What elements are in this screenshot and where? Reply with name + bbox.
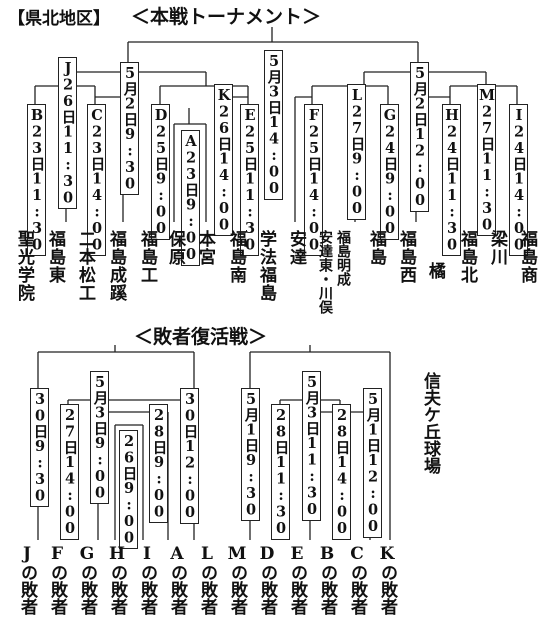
cons-node: 5月1日12:00 (363, 388, 382, 538)
loser-label: Fの敗者 (47, 544, 67, 615)
consolation-title: ＜敗者復活戦＞ (134, 326, 268, 348)
loser-label: Cの敗者 (347, 544, 367, 615)
cons-node: 28日14:00 (332, 404, 351, 540)
loser-label: Kの敗者 (377, 544, 397, 615)
team-name: 福島 (366, 230, 386, 266)
loser-label: Mの敗者 (227, 544, 247, 615)
main-final-node: 5月3日14:00 (264, 50, 283, 200)
cons-node: 30日12:00 (180, 388, 199, 524)
loser-label: Aの敗者 (167, 544, 187, 615)
node-i: I24日14:00 (509, 104, 528, 256)
team-name: 福島商 (517, 230, 537, 284)
team-name: 福島南 (226, 230, 246, 284)
node-h: H24日11:30 (442, 104, 461, 256)
cons-node: 5月1日9:30 (241, 388, 260, 521)
loser-label: Dの敗者 (257, 544, 277, 615)
node-may2-left: 5月2日9:30 (120, 62, 139, 195)
team-name: 福島明成 (335, 230, 351, 286)
node-e: E25日11:30 (240, 104, 259, 256)
team-name: 本宮 (195, 230, 215, 266)
node-c: C23日14:00 (87, 104, 106, 256)
node-d: D25日9:00 (151, 104, 170, 240)
loser-label: Bの敗者 (317, 544, 337, 615)
loser-label: Gの敗者 (77, 544, 97, 615)
main-bracket-title: ＜本戦トーナメント＞ (131, 6, 322, 28)
loser-label: Eの敗者 (287, 544, 307, 615)
region-label: 【県北地区】 (8, 9, 110, 29)
node-j: J26日11:30 (58, 57, 77, 209)
node-may2-right: 5月2日12:00 (410, 62, 429, 212)
node-b: B23日11:30 (27, 104, 46, 256)
cons-node: 30日9:30 (30, 388, 49, 507)
team-name: 安達東・川俣 (317, 230, 333, 314)
cons-node: 28日9:00 (149, 404, 168, 523)
cons-node: 5月3日9:00 (90, 371, 109, 504)
node-a: A23日9:00 (181, 130, 200, 266)
venue-label: 信夫ケ丘球場 (420, 372, 440, 474)
team-name: 福島東 (45, 230, 65, 284)
team-name: 福島西 (396, 230, 416, 284)
loser-label: Iの敗者 (137, 544, 157, 615)
team-name: 福島工 (137, 230, 157, 284)
loser-label: Lの敗者 (197, 544, 217, 615)
loser-label: Hの敗者 (107, 544, 127, 615)
team-name: 学法福島 (256, 230, 276, 302)
team-name: 保原 (165, 230, 185, 266)
node-m: M27日11:30 (477, 84, 496, 236)
team-name: 橘 (425, 262, 445, 280)
team-name: 安達 (286, 230, 306, 266)
team-name: 聖光学院 (14, 230, 34, 302)
team-name: 二本松工 (75, 230, 95, 302)
cons-node: 28日11:30 (271, 404, 290, 540)
loser-label: Jの敗者 (17, 544, 37, 615)
node-g: G24日9:00 (380, 104, 399, 240)
team-name: 福島北 (457, 230, 477, 284)
team-name: 梁川 (487, 230, 507, 266)
cons-node: 26日9:00 (119, 430, 138, 549)
node-k: K26日14:00 (214, 84, 233, 236)
node-f: F25日14:00 (304, 104, 323, 256)
cons-node: 5月3日11:30 (302, 371, 321, 521)
node-l: L27日9:00 (347, 84, 366, 220)
team-name: 福島成蹊 (106, 230, 126, 302)
cons-node: 27日14:00 (60, 404, 79, 540)
